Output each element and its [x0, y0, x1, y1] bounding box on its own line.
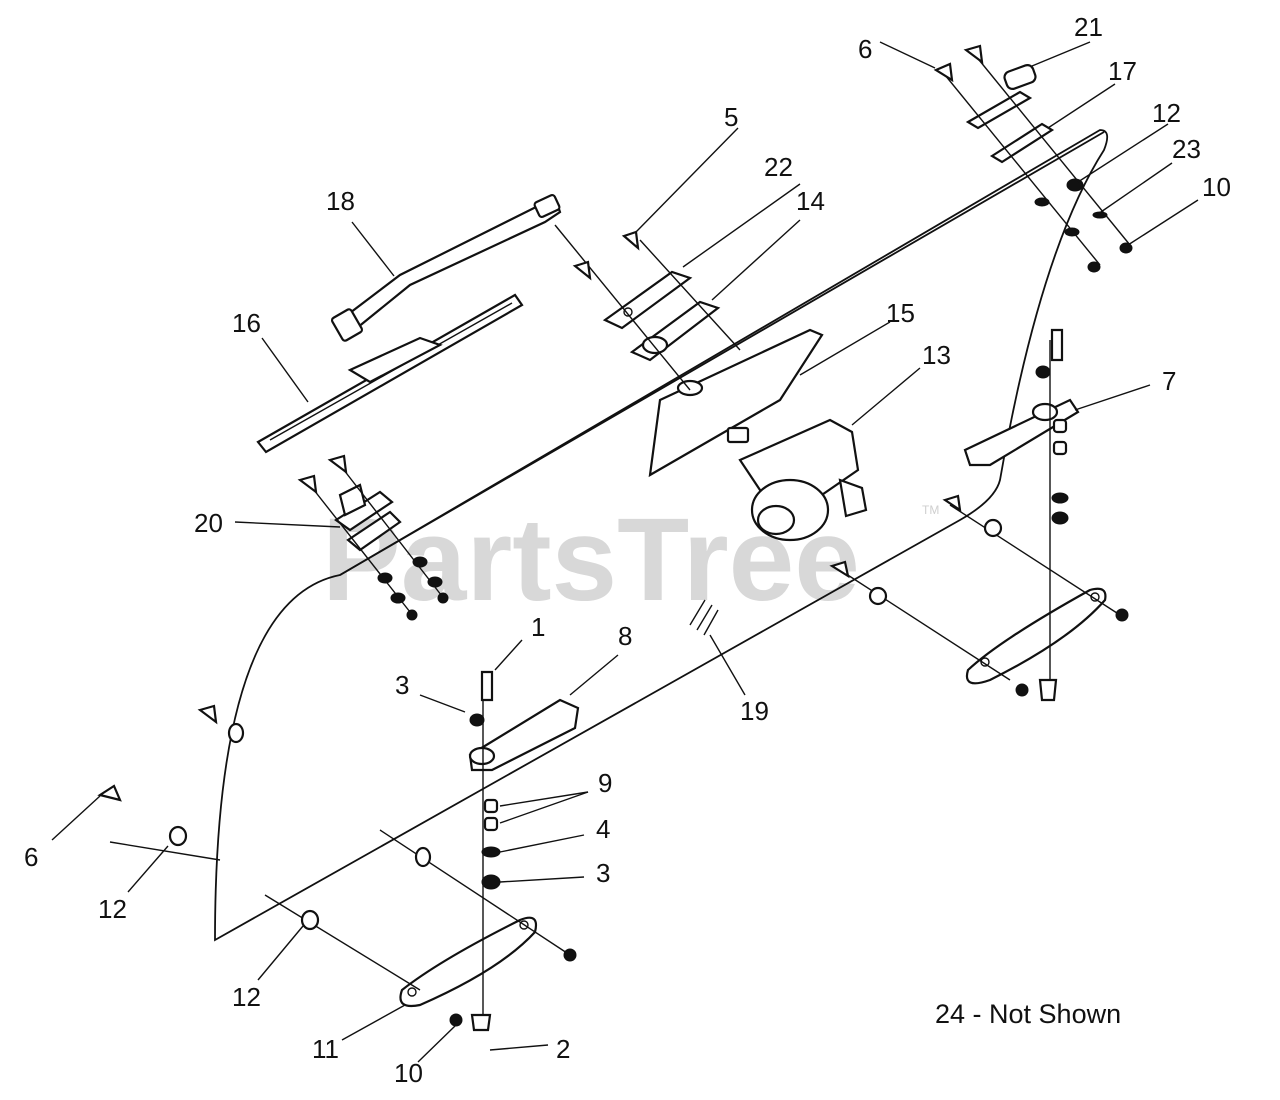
- callout-4: 4: [596, 814, 610, 844]
- callout-2: 2: [556, 1034, 570, 1064]
- not-shown-note: 24 - Not Shown: [935, 999, 1121, 1029]
- wiper-motor: [726, 418, 868, 542]
- callout-20: 20: [194, 508, 223, 538]
- mount-bracket-8: [468, 698, 580, 772]
- callout-12-left: 12: [98, 894, 127, 924]
- mount-plate-22: [602, 270, 693, 330]
- wiper-blade: [256, 293, 524, 454]
- callout-10-right: 10: [1202, 172, 1231, 202]
- callout-9: 9: [598, 768, 612, 798]
- callout-21: 21: [1074, 12, 1103, 42]
- callout-23: 23: [1172, 134, 1201, 164]
- callout-13: 13: [922, 340, 951, 370]
- assembly-lines: [109, 54, 1131, 991]
- hinge-clip: [334, 483, 402, 552]
- upper-bracket-17: [965, 64, 1055, 164]
- callout-18: 18: [326, 186, 355, 216]
- lower-left-arm: [399, 916, 538, 1008]
- callout-5: 5: [724, 102, 738, 132]
- watermark-tm: TM: [922, 503, 939, 517]
- callout-22: 22: [764, 152, 793, 182]
- wiper-arm: [330, 193, 562, 342]
- callout-14: 14: [796, 186, 825, 216]
- callout-17: 17: [1108, 56, 1137, 86]
- leader-lines: [51, 41, 1199, 1063]
- callout-1: 1: [531, 612, 545, 642]
- callout-12-bottom: 12: [232, 982, 261, 1012]
- callout-3-upper: 3: [395, 670, 409, 700]
- glass-panel: [214, 129, 1109, 942]
- callout-12-top: 12: [1152, 98, 1181, 128]
- hatch-mark: [689, 599, 719, 636]
- callout-19: 19: [740, 696, 769, 726]
- callout-6-left: 6: [24, 842, 38, 872]
- callout-15: 15: [886, 298, 915, 328]
- callout-6-top: 6: [858, 34, 872, 64]
- motor-plate: [648, 328, 824, 478]
- callouts: 1 2 3 3 4 5 6 6 7 8 9 10 10 11 12 12 12 …: [24, 12, 1231, 1088]
- hardware: [97, 44, 1133, 1032]
- lower-right-arm: [965, 587, 1107, 685]
- callout-11: 11: [312, 1034, 339, 1064]
- callout-8: 8: [618, 621, 632, 651]
- callout-3-lower: 3: [596, 858, 610, 888]
- callout-7: 7: [1162, 366, 1176, 396]
- callout-10-bottom: 10: [394, 1058, 423, 1088]
- callout-16: 16: [232, 308, 261, 338]
